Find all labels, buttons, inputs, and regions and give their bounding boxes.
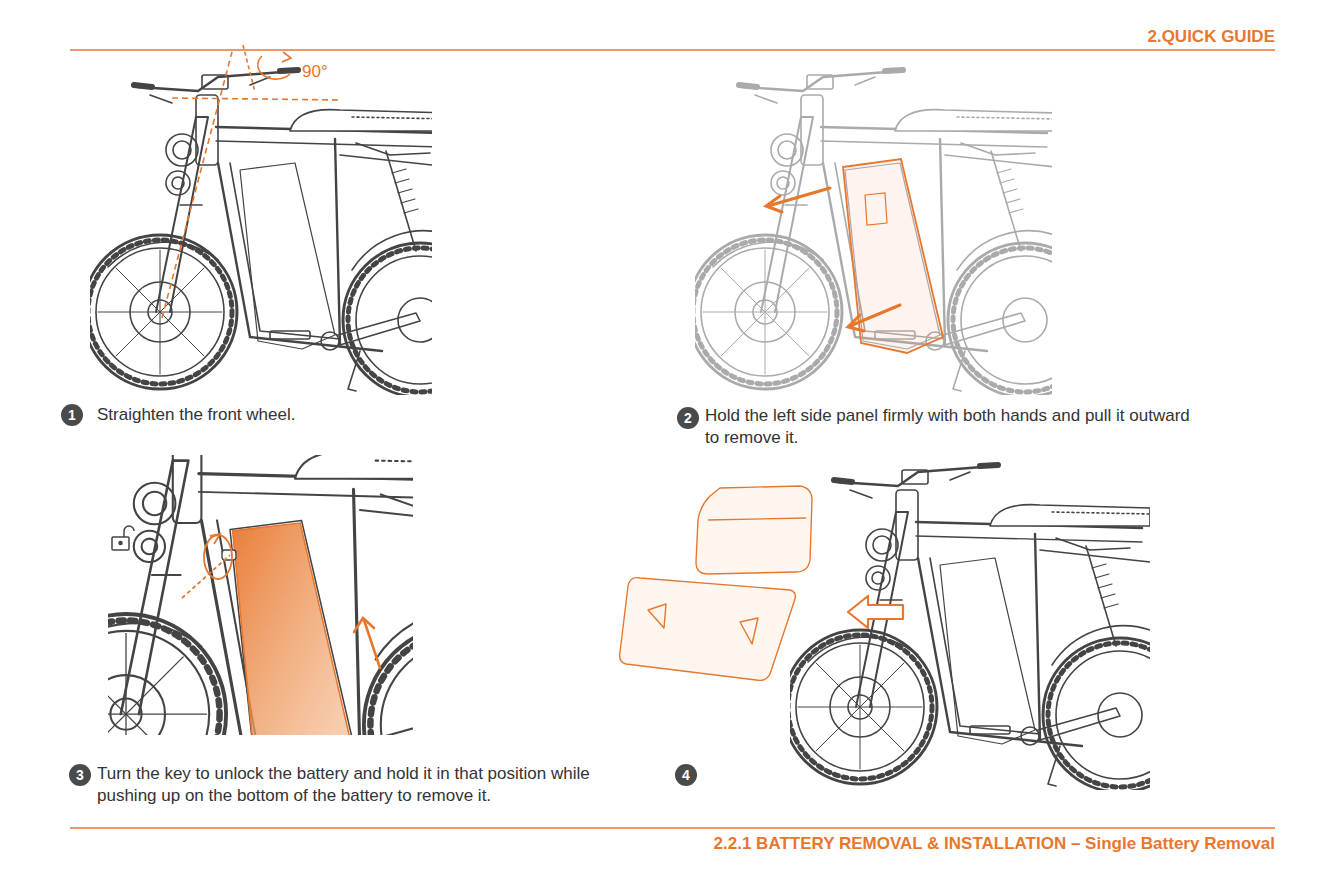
callout-number: 3 xyxy=(76,764,84,786)
step-number: 4 xyxy=(675,764,697,786)
step-instruction: Turn the key to unlock the battery and h… xyxy=(97,763,642,807)
angle-label: 90° xyxy=(302,62,328,82)
callout-number: 4 xyxy=(682,764,690,786)
section-caption: 2.2.1 BATTERY REMOVAL & INSTALLATION – S… xyxy=(714,833,1275,855)
callout-number: 1 xyxy=(68,404,76,426)
callout-number: 2 xyxy=(684,407,692,429)
page-heading: 2.QUICK GUIDE xyxy=(1147,26,1275,48)
step-number: 3 xyxy=(69,764,91,786)
step-instruction: Hold the left side panel firmly with bot… xyxy=(705,405,1205,449)
step-number: 1 xyxy=(61,404,83,426)
step-number: 2 xyxy=(677,407,699,429)
step-instruction: Straighten the front wheel. xyxy=(97,404,617,426)
